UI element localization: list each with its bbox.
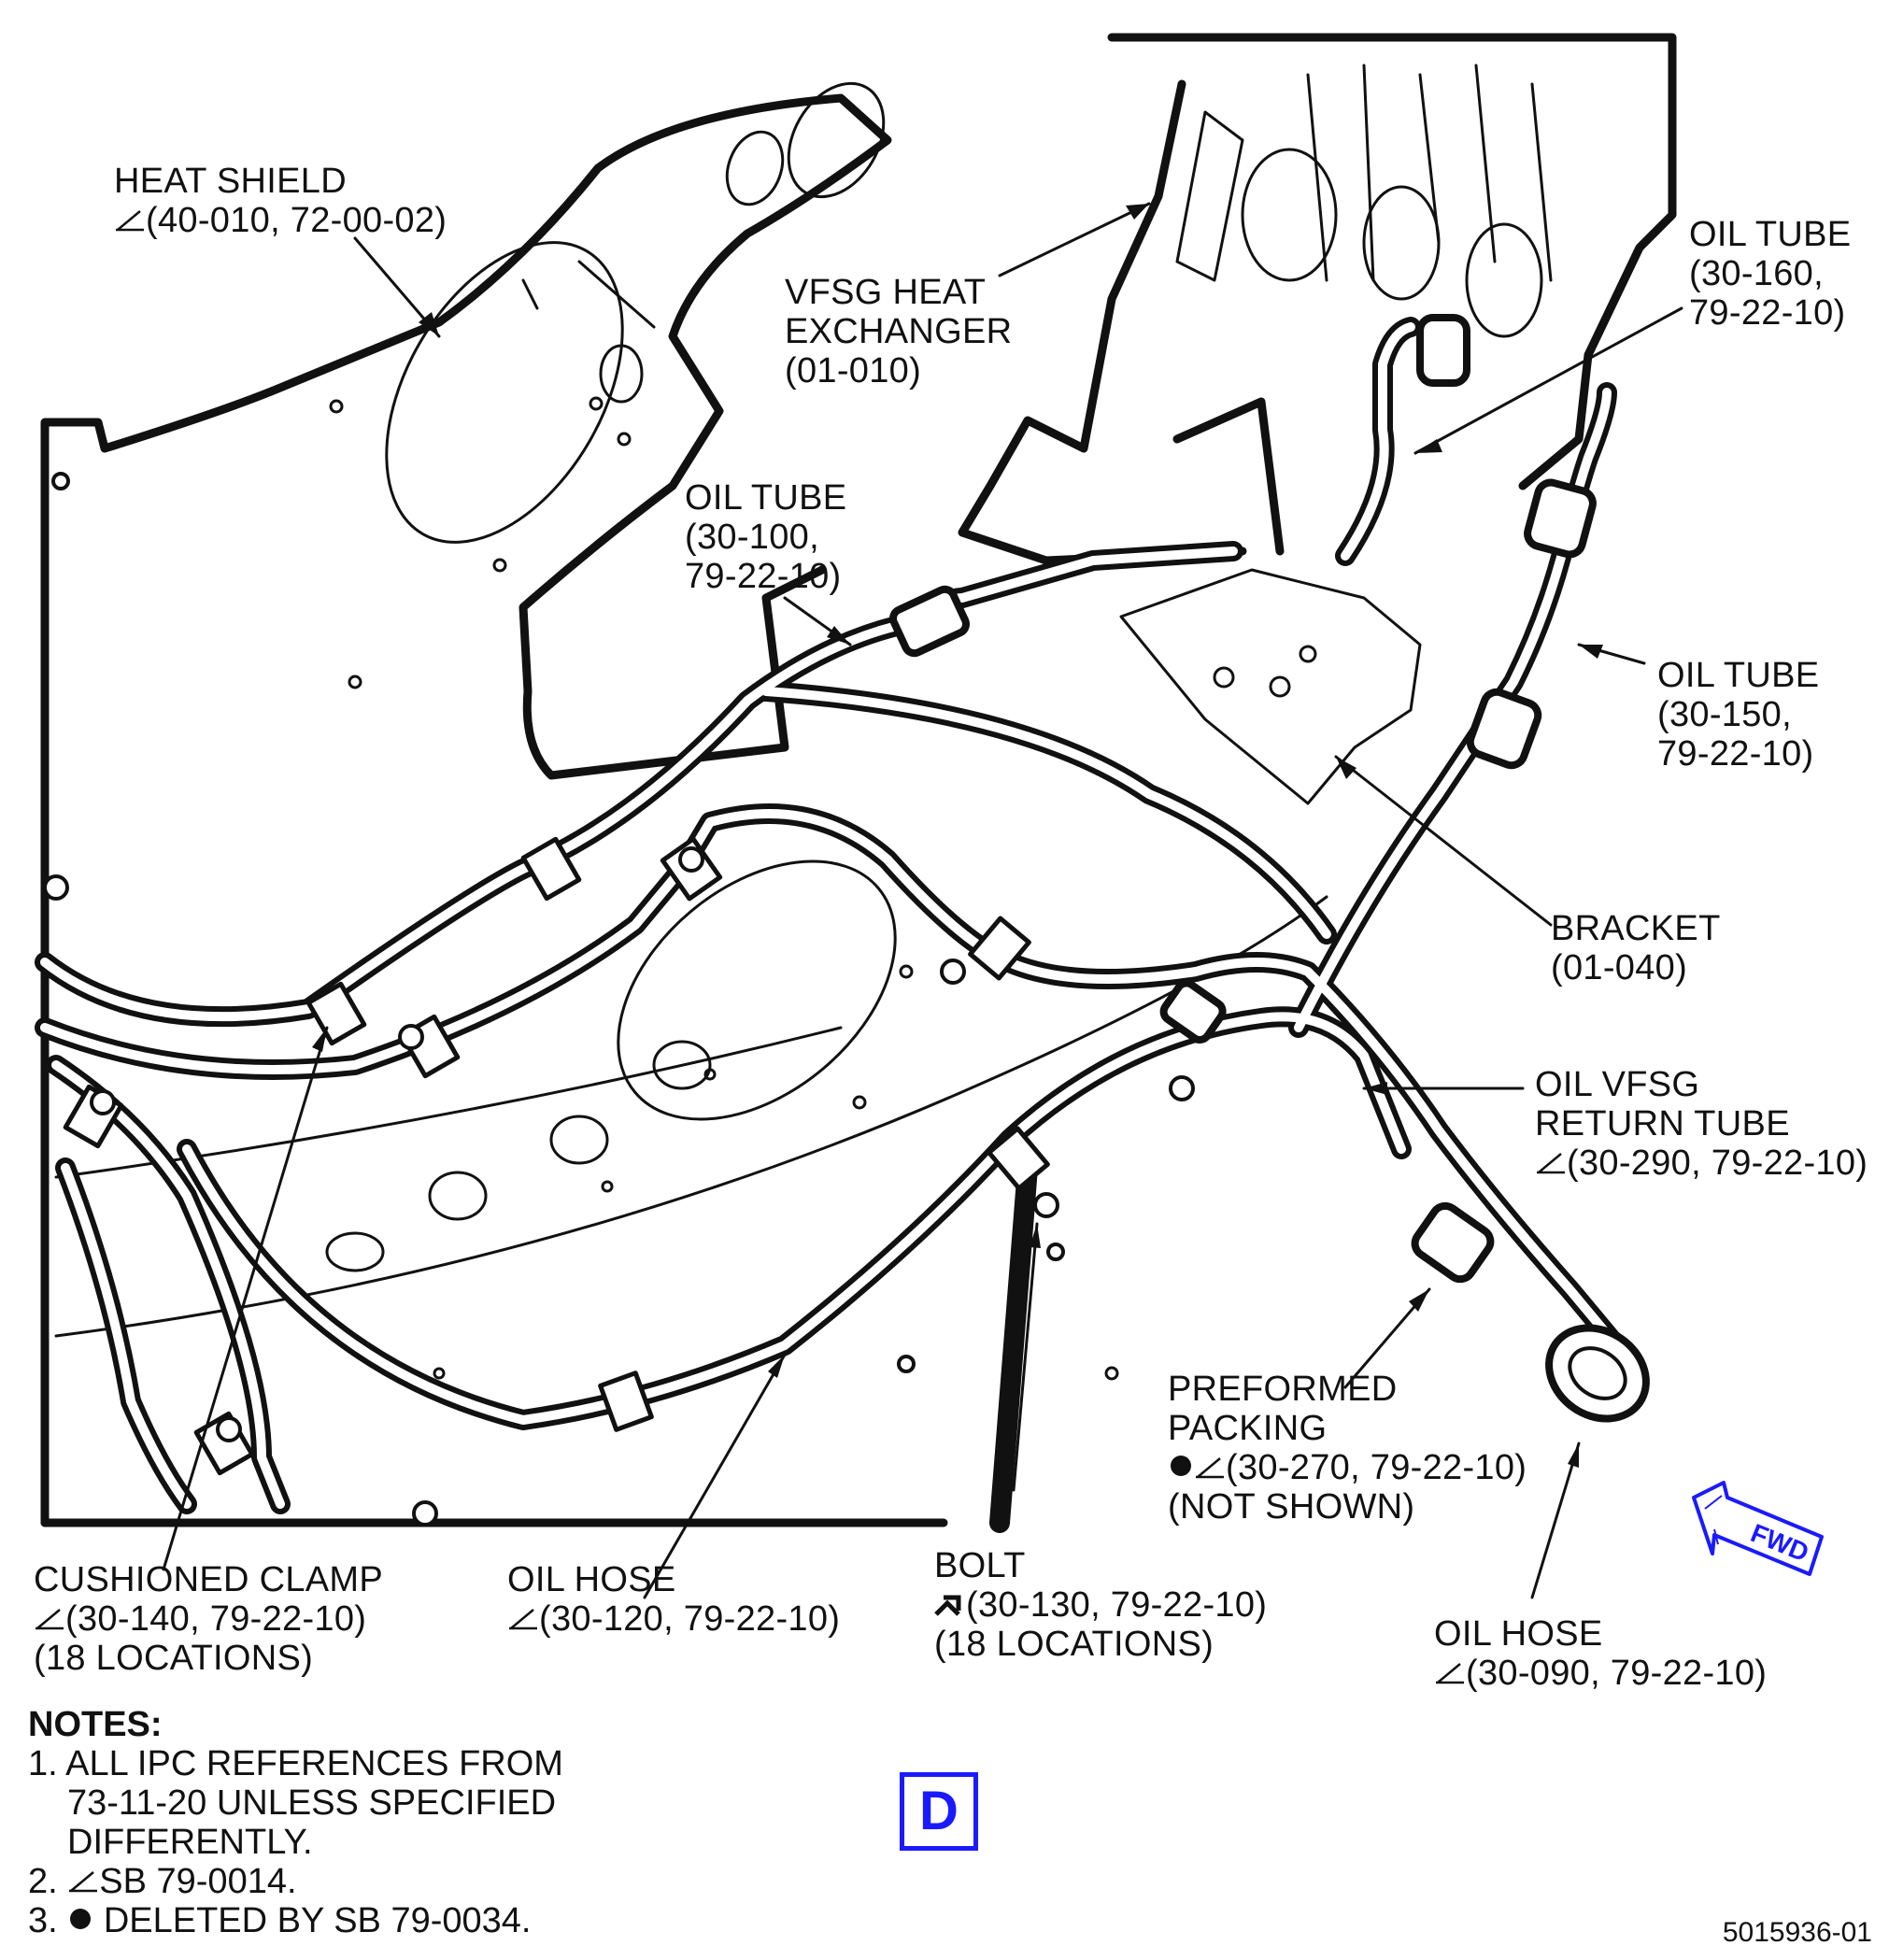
heat-exchanger-outline bbox=[958, 33, 1677, 565]
service-bulletin-flag-icon bbox=[1196, 1457, 1224, 1479]
callout-heat-shield: HEAT SHIELD (40-010, 72-00-02) bbox=[114, 162, 447, 240]
fitting-bores bbox=[1568, 1346, 1627, 1400]
callout-oil-hose-120: OIL HOSE (30-120, 79-22-10) bbox=[507, 1560, 841, 1639]
filled-circle-icon bbox=[70, 1909, 92, 1929]
heat-shield-detail bbox=[54, 81, 1328, 1381]
cushioned-clamps bbox=[63, 836, 1050, 1476]
service-bulletin-flag-icon bbox=[1436, 1663, 1464, 1684]
torque-arrow-icon bbox=[934, 1595, 961, 1616]
service-bulletin-flag-icon bbox=[509, 1609, 537, 1630]
callout-oil-hose-090: OIL HOSE (30-090, 79-22-10) bbox=[1434, 1614, 1768, 1693]
callout-bolt: BOLT (30-130, 79-22-10) (18 LOCATIONS) bbox=[934, 1546, 1268, 1664]
note-1-line-3: DIFFERENTLY. bbox=[67, 1823, 313, 1862]
callout-oil-tube-160: OIL TUBE (30-160, 79-22-10) bbox=[1689, 215, 1852, 333]
tube-fittings bbox=[889, 314, 1650, 1423]
callout-oil-tube-150: OIL TUBE (30-150, 79-22-10) bbox=[1657, 656, 1820, 774]
service-bulletin-flag-icon bbox=[69, 1871, 98, 1893]
oil-tubes-core bbox=[40, 322, 1621, 1509]
filled-circle-icon bbox=[1171, 1456, 1191, 1476]
service-bulletin-flag-icon bbox=[36, 1609, 64, 1630]
callout-cushioned-clamp: CUSHIONED CLAMP (30-140, 79-22-10) (18 L… bbox=[34, 1560, 383, 1678]
note-3: 3. DELETED BY SB 79-0034. bbox=[28, 1901, 532, 1940]
note-1-line-2: 73-11-20 UNLESS SPECIFIED bbox=[67, 1783, 557, 1823]
service-bulletin-flag-icon bbox=[116, 210, 144, 232]
leader-lines bbox=[162, 202, 1683, 1599]
notes-block: NOTES: 1. ALL IPC REFERENCES FROM 73-11-… bbox=[28, 1705, 563, 1940]
note-2: 2. SB 79-0014. bbox=[28, 1862, 297, 1901]
callout-oil-tube-100: OIL TUBE (30-100, 79-22-10) bbox=[685, 478, 847, 596]
note-1-line-1: 1. ALL IPC REFERENCES FROM bbox=[28, 1744, 563, 1783]
service-bulletin-flag-icon bbox=[1537, 1153, 1565, 1174]
callout-preformed-packing: PREFORMED PACKING (30-270, 79-22-10) (NO… bbox=[1168, 1370, 1527, 1527]
callout-vfsg-heat-exchanger: VFSG HEAT EXCHANGER (01-010) bbox=[785, 273, 1013, 391]
forward-direction-arrow-icon: FWD bbox=[1692, 1481, 1824, 1576]
view-letter-box: D bbox=[900, 1772, 978, 1851]
heat-exchanger-detail bbox=[1119, 64, 1553, 805]
heat-shield-outline bbox=[40, 93, 948, 1527]
clamp-bolts bbox=[43, 472, 1195, 1527]
callout-oil-vfsg-return-tube: OIL VFSG RETURN TUBE (30-290, 79-22-10) bbox=[1535, 1065, 1868, 1183]
view-letter: D bbox=[919, 1781, 959, 1841]
leader-arrowheads bbox=[312, 204, 1603, 1468]
notes-heading: NOTES: bbox=[28, 1705, 163, 1744]
callout-bracket: BRACKET (01-040) bbox=[1551, 909, 1721, 987]
document-number: 5015936-01 bbox=[1722, 1917, 1872, 1948]
